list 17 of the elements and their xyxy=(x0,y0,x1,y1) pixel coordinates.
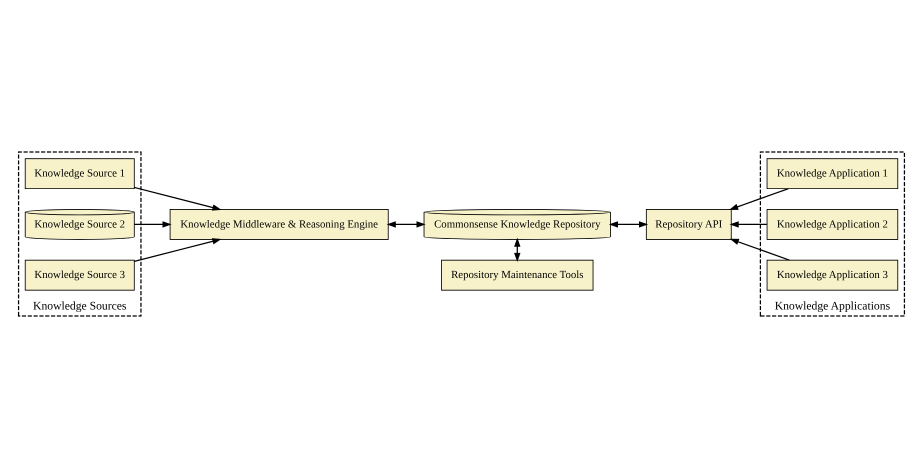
node-box: Knowledge Middleware & Reasoning Engine xyxy=(170,208,389,240)
arrow xyxy=(728,188,788,210)
arrow xyxy=(134,238,222,262)
arrow xyxy=(134,186,222,210)
node-box: Repository API xyxy=(646,208,732,240)
node-box: Knowledge Application 2 xyxy=(766,208,898,240)
node-box: Knowledge Application 3 xyxy=(766,259,898,290)
arrow xyxy=(514,237,520,262)
arrow xyxy=(730,220,767,228)
arrow xyxy=(134,220,172,228)
arrow xyxy=(608,220,648,228)
arrow xyxy=(730,238,790,260)
node-box: Repository Maintenance Tools xyxy=(441,259,594,290)
node-box: Knowledge Source 3 xyxy=(24,259,135,290)
arrow xyxy=(386,220,426,228)
node-box: Knowledge Application 1 xyxy=(766,158,898,189)
node-box: Knowledge Source 1 xyxy=(24,158,135,189)
